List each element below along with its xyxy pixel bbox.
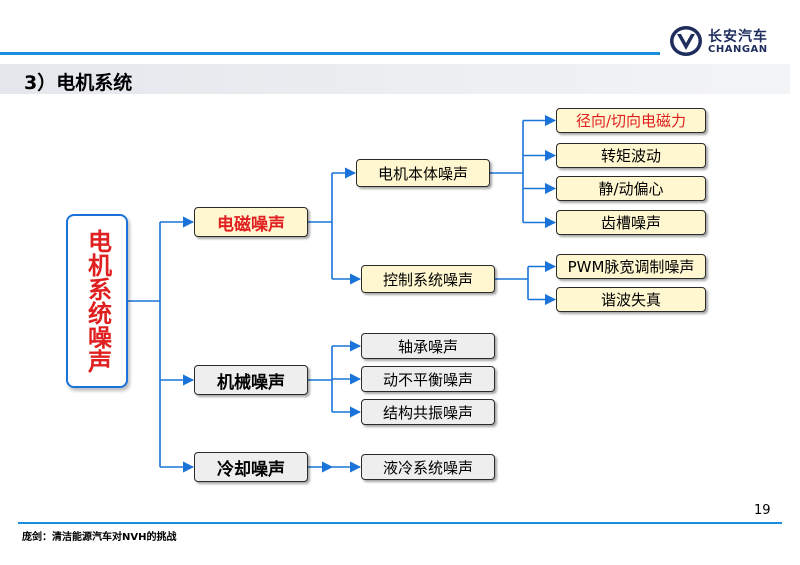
leaf-label: 谐波失真: [600, 291, 661, 309]
leaf-radial-tangential-force: 径向/切向电磁力: [556, 108, 706, 133]
logo-english-text: CHANGAN: [708, 44, 768, 55]
leaf-label: 径向/切向电磁力: [575, 112, 687, 130]
leaf-label: 轴承噪声: [397, 337, 458, 356]
node-mechanical-noise: 机械噪声: [194, 365, 308, 395]
header-rule: [0, 52, 660, 55]
leaf-pwm-noise: PWM脉宽调制噪声: [556, 254, 706, 279]
leaf-static-dynamic-eccentricity: 静/动偏心: [556, 176, 706, 201]
changan-emblem-icon: [670, 26, 702, 56]
node-label: 机械噪声: [217, 372, 285, 393]
root-node-motor-system-noise: 电机系统噪声: [66, 214, 128, 388]
section-title-bar: [0, 64, 790, 94]
leaf-harmonic-distortion: 谐波失真: [556, 287, 706, 312]
leaf-label: 动不平衡噪声: [382, 370, 473, 389]
leaf-liquid-cooling-noise: 液冷系统噪声: [361, 454, 495, 480]
node-label: 控制系统噪声: [382, 270, 473, 289]
node-cooling-noise: 冷却噪声: [194, 452, 308, 482]
node-label: 电磁噪声: [217, 214, 285, 235]
footer-rule: [18, 522, 782, 524]
leaf-cogging-noise: 齿槽噪声: [556, 210, 706, 235]
leaf-label: 静/动偏心: [598, 180, 664, 198]
leaf-dynamic-imbalance-noise: 动不平衡噪声: [361, 366, 495, 392]
logo-chinese-text: 长安汽车: [708, 29, 768, 45]
leaf-label: PWM脉宽调制噪声: [567, 258, 695, 276]
leaf-torque-ripple: 转矩波动: [556, 143, 706, 168]
node-label: 电机本体噪声: [377, 164, 468, 183]
leaf-label: 液冷系统噪声: [382, 458, 473, 477]
node-electromagnetic-noise: 电磁噪声: [194, 207, 308, 237]
node-control-system-noise: 控制系统噪声: [361, 265, 495, 293]
footer-citation: 庞剑：清洁能源汽车对NVH的挑战: [22, 532, 177, 543]
section-title: 3）电机系统: [24, 72, 133, 94]
node-label: 冷却噪声: [217, 459, 285, 480]
leaf-label: 结构共振噪声: [382, 403, 473, 422]
leaf-bearing-noise: 轴承噪声: [361, 333, 495, 359]
changan-logo: 长安汽车 CHANGAN: [668, 22, 786, 62]
root-node-label: 电机系统噪声: [83, 229, 112, 373]
leaf-structural-resonance-noise: 结构共振噪声: [361, 399, 495, 425]
page-number: 19: [754, 503, 771, 518]
leaf-label: 齿槽噪声: [600, 214, 661, 232]
node-motor-body-noise: 电机本体噪声: [356, 159, 490, 187]
leaf-label: 转矩波动: [600, 147, 661, 165]
